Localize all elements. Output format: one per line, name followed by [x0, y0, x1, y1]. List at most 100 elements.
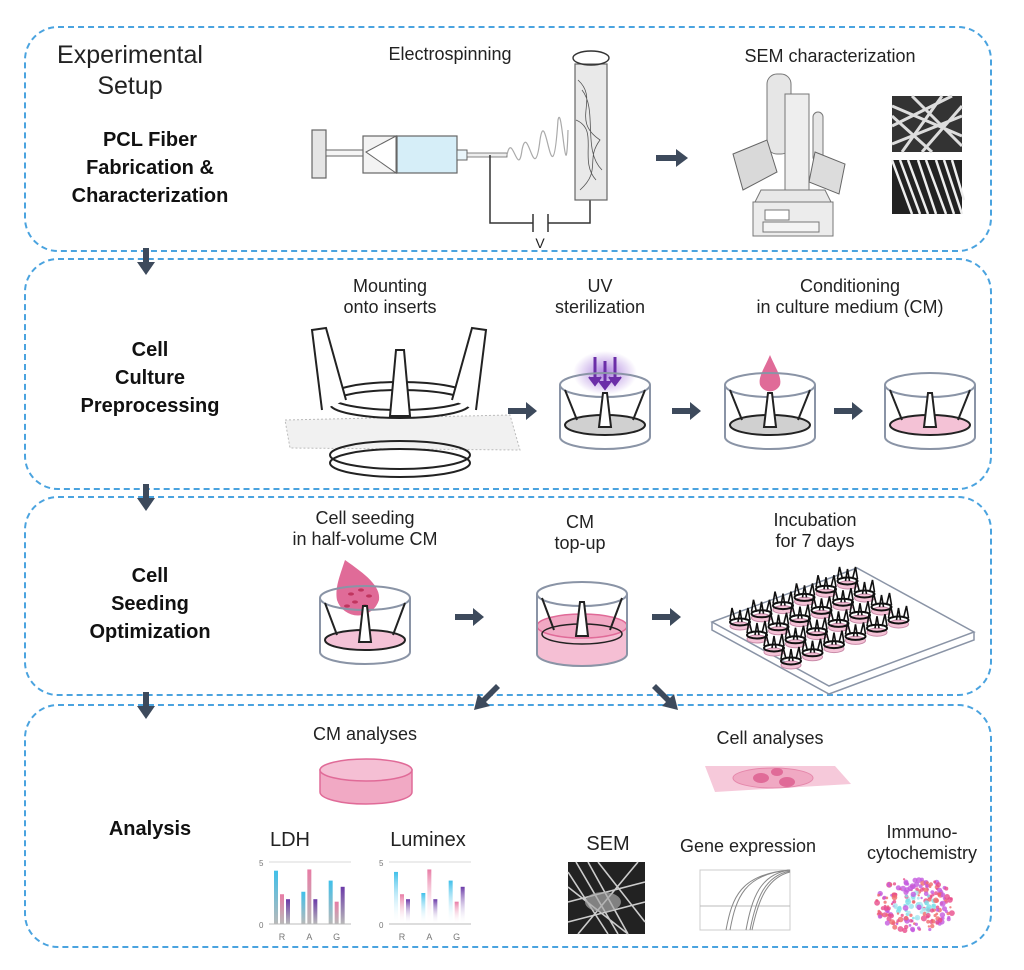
bar [394, 871, 398, 924]
stain-dot [927, 897, 932, 902]
stain-dot [929, 908, 935, 913]
y-tick-label: 0 [259, 921, 264, 930]
label-line: sterilization [554, 297, 646, 317]
section-title-line: Cell [131, 565, 169, 587]
stain-dot [934, 891, 938, 896]
stain-dot [923, 891, 929, 896]
stain-dot [877, 909, 881, 913]
step-label-mounting: Mounting onto inserts [310, 276, 470, 318]
bar [427, 869, 432, 924]
label-line: CM [566, 512, 594, 532]
stain-dot [884, 920, 890, 926]
electrospinning-setup-icon: V [311, 50, 610, 251]
bar [460, 886, 465, 924]
stain-dot [891, 894, 898, 901]
bar [400, 894, 404, 924]
bar [421, 893, 426, 924]
diagram-title: Experimental Setup [50, 40, 210, 102]
step-label-uv: UV sterilization [540, 276, 660, 318]
stain-dot [892, 924, 898, 930]
label-line: for 7 days [775, 531, 855, 551]
well-insert [836, 566, 859, 590]
well-insert [849, 601, 871, 624]
stain-dot [930, 890, 935, 894]
stain-dot [874, 899, 880, 906]
step-label-electrospinning: Electrospinning [388, 44, 512, 64]
stain-dot [937, 917, 943, 923]
section-title-analysis: Analysis [108, 818, 192, 840]
bar [334, 901, 339, 924]
stain-dot [880, 906, 885, 911]
stain-dot [931, 893, 935, 897]
label-line: cytochemistry [866, 843, 978, 863]
stain-dot [903, 915, 909, 921]
well-insert [827, 609, 850, 632]
arrow-down-right-icon [652, 684, 678, 710]
immunostain-icon [874, 877, 955, 933]
section-title-line: Seeding [111, 593, 189, 615]
stain-dot [939, 912, 946, 918]
stain-dot [908, 903, 914, 910]
label-line: Incubation [773, 510, 857, 530]
well-insert [801, 638, 824, 662]
stain-dot [933, 880, 937, 884]
stain-dot [926, 915, 930, 919]
stain-dot [920, 877, 924, 882]
stain-dot [933, 913, 937, 918]
x-tick-label: A [426, 932, 432, 942]
stain-dot [949, 906, 952, 909]
stain-dot [895, 885, 901, 891]
step-label-cell-seeding: Cell seeding in half-volume CM [275, 508, 455, 550]
well-insert [729, 607, 751, 631]
step-label-cm-topup: CM top-up [525, 512, 635, 554]
stain-dot [925, 906, 931, 912]
stain-dot [949, 910, 955, 916]
bar [313, 899, 318, 924]
arrow-right-icon [656, 149, 688, 167]
label-line: in half-volume CM [292, 529, 438, 549]
stain-dot [938, 892, 942, 896]
stain-dot [902, 905, 909, 911]
sem-fiber-random-image [890, 94, 964, 154]
insert-mounting-icon [284, 326, 521, 478]
conditioned-insert-icon [884, 372, 976, 450]
label-line: Conditioning [799, 276, 901, 296]
label-line: onto inserts [343, 297, 437, 317]
stain-dot [939, 900, 946, 907]
label-line: in culture medium (CM) [756, 297, 944, 317]
well-insert [815, 575, 837, 598]
stain-dot [886, 910, 889, 914]
section-title-line: Preprocessing [80, 395, 220, 417]
stain-dot [920, 896, 923, 900]
stain-dot [909, 913, 913, 917]
stain-dot [897, 926, 904, 932]
arrow-right-icon [672, 402, 701, 420]
arrow-right-icon [508, 402, 537, 420]
arrow-right-icon [455, 608, 484, 626]
stain-dot [896, 912, 900, 915]
panel-cell-seeding-optimization [24, 496, 992, 696]
stain-dot [911, 900, 916, 904]
stain-dot [935, 908, 940, 912]
y-tick-label: 5 [379, 859, 384, 868]
stain-dot [905, 894, 908, 898]
stain-dot [896, 906, 902, 912]
stain-dot [910, 926, 915, 932]
label-line: Cell seeding [315, 508, 415, 528]
stain-dot [915, 887, 919, 891]
x-tick-label: R [279, 932, 286, 942]
stain-dot [930, 923, 935, 929]
stain-dot [910, 891, 916, 897]
stain-dot [893, 903, 898, 908]
stain-dot [921, 907, 925, 911]
stain-dot [911, 916, 915, 920]
sem-image-icon [567, 861, 646, 935]
stain-dot [890, 902, 894, 906]
arrow-down-left-icon [474, 684, 500, 710]
x-tick-label: R [399, 932, 406, 942]
medium-dish-icon [319, 758, 413, 805]
method-label-immunocytochemistry: Immuno- cytochemistry [852, 822, 992, 864]
stain-dot [931, 919, 936, 924]
stain-dot [935, 905, 940, 910]
